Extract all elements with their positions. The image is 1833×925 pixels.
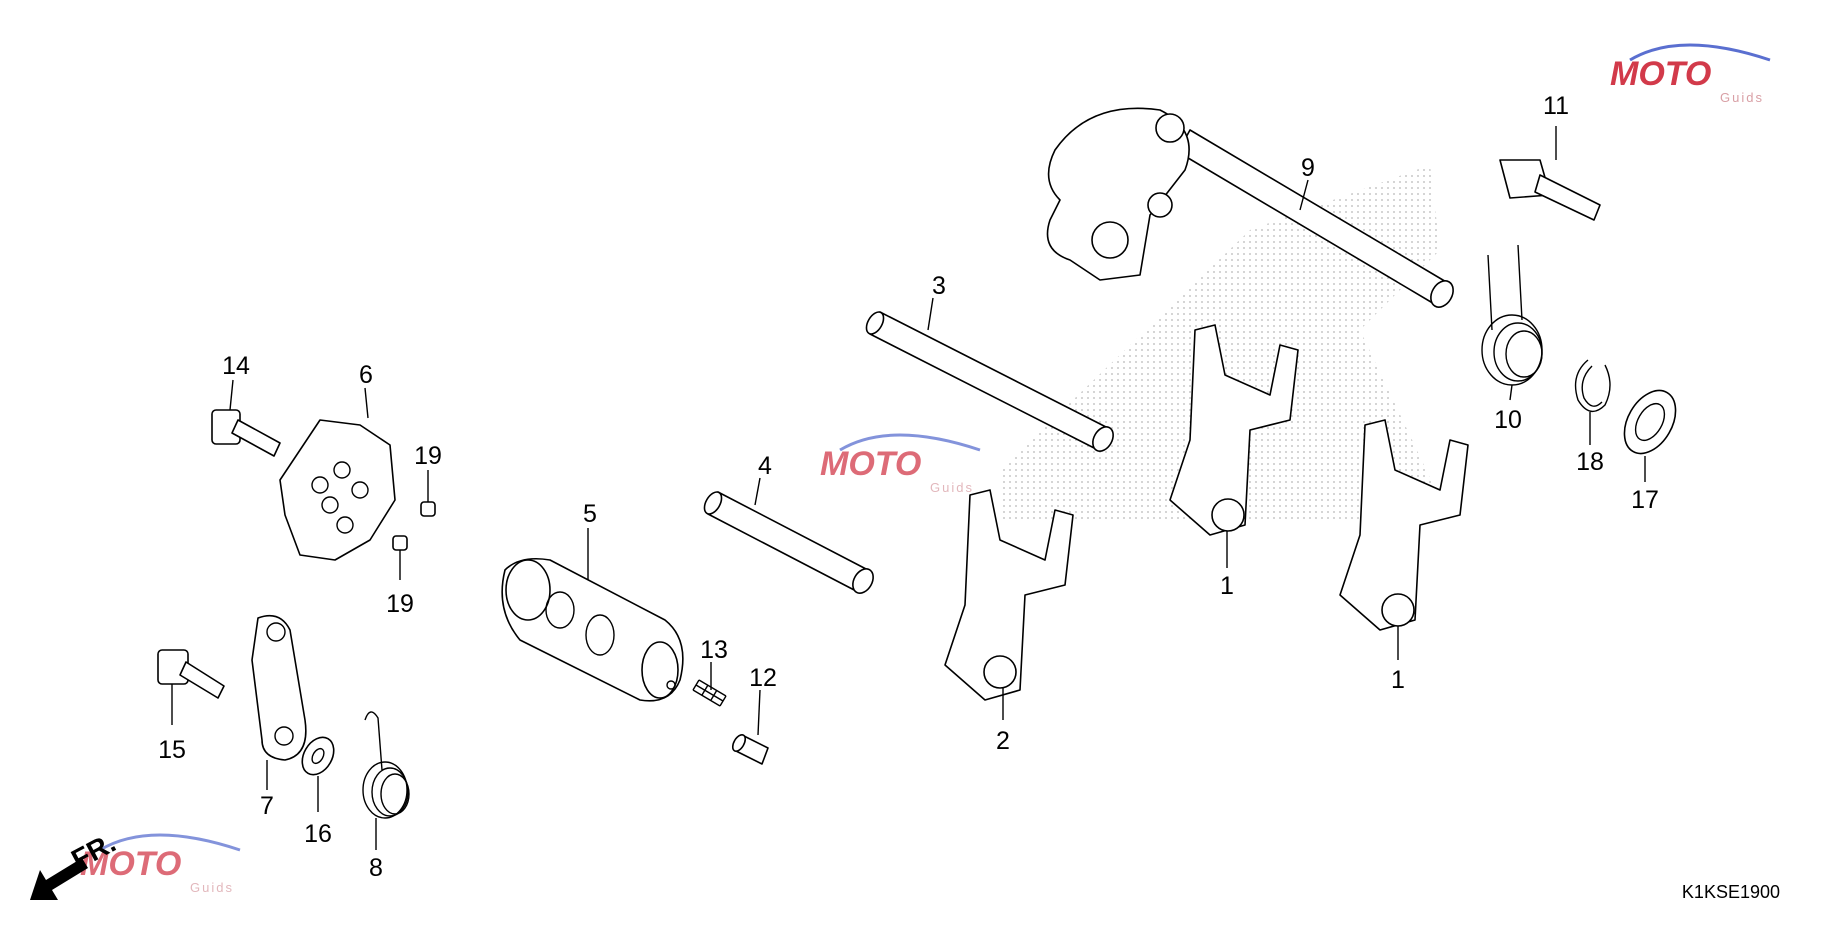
callout-5: 5	[583, 500, 597, 528]
leader-4	[754, 477, 761, 506]
part-5-shift-drum	[501, 557, 684, 702]
part-18-circlip	[1574, 359, 1611, 413]
callout-2: 2	[996, 727, 1010, 755]
watermark-sub: Guids	[190, 880, 234, 895]
part-1-shift-fork-a	[1169, 324, 1299, 536]
part-16-washer	[301, 736, 335, 776]
callout-labels: 9 3 4 5 6 14 19 19 15 7 16 8 13 12 2 1 1…	[158, 92, 1659, 882]
part-6-drum-center	[279, 419, 396, 561]
leader-10	[1509, 384, 1513, 401]
callout-13: 13	[700, 636, 728, 664]
callout-10: 10	[1494, 406, 1522, 434]
callout-18: 18	[1576, 448, 1604, 476]
callout-14: 14	[222, 352, 250, 380]
callout-19b: 19	[386, 590, 414, 618]
leader-3	[927, 297, 934, 331]
leader-14	[229, 379, 234, 411]
part-7-stopper-arm	[251, 614, 307, 761]
leader-12	[757, 689, 761, 736]
watermark-sub: Guids	[1720, 90, 1764, 105]
watermark-bottom-left: MOTO Guids	[80, 833, 241, 895]
callout-7: 7	[260, 792, 274, 820]
callout-17: 17	[1631, 486, 1659, 514]
callout-15: 15	[158, 736, 186, 764]
watermark-brand: MOTO	[820, 445, 921, 483]
part-13-spring	[692, 679, 727, 707]
watermark-brand: MOTO	[80, 845, 181, 883]
part-19-dowel-pin-a	[420, 501, 436, 517]
callout-9: 9	[1301, 154, 1315, 182]
callout-1b: 1	[1391, 666, 1405, 694]
watermark-top-right: MOTO Guids	[1610, 43, 1771, 105]
diagram-code: K1KSE1900	[1682, 882, 1780, 902]
leader-6	[364, 387, 369, 419]
part-10-return-spring	[1481, 244, 1543, 386]
callout-6: 6	[359, 361, 373, 389]
part-17-washer	[1623, 389, 1677, 455]
callout-19a: 19	[414, 442, 442, 470]
callout-3: 3	[932, 272, 946, 300]
part-8-spring	[362, 711, 410, 819]
watermark-sub: Guids	[930, 480, 974, 495]
callout-12: 12	[749, 664, 777, 692]
part-11-bolt	[1499, 159, 1601, 221]
part-14-bolt	[211, 409, 281, 457]
part-1-shift-fork-b	[1339, 419, 1469, 631]
watermark-center: MOTO Guids	[820, 433, 981, 495]
part-4-fork-shaft-short	[703, 491, 874, 594]
leader-9	[1299, 179, 1309, 211]
callout-16: 16	[304, 820, 332, 848]
part-3-fork-shaft	[865, 311, 1114, 452]
callout-4: 4	[758, 452, 772, 480]
callout-1a: 1	[1220, 572, 1234, 600]
part-15-bolt	[157, 649, 225, 699]
part-2-shift-fork	[944, 489, 1074, 701]
watermark-brand: MOTO	[1610, 55, 1711, 93]
part-9-gearshift-spindle	[1046, 107, 1454, 308]
part-12-pin	[731, 734, 769, 765]
part-19-dowel-pin-b	[392, 535, 408, 551]
leader-lines	[171, 126, 1646, 850]
callout-11: 11	[1543, 92, 1569, 120]
callout-8: 8	[369, 854, 383, 882]
